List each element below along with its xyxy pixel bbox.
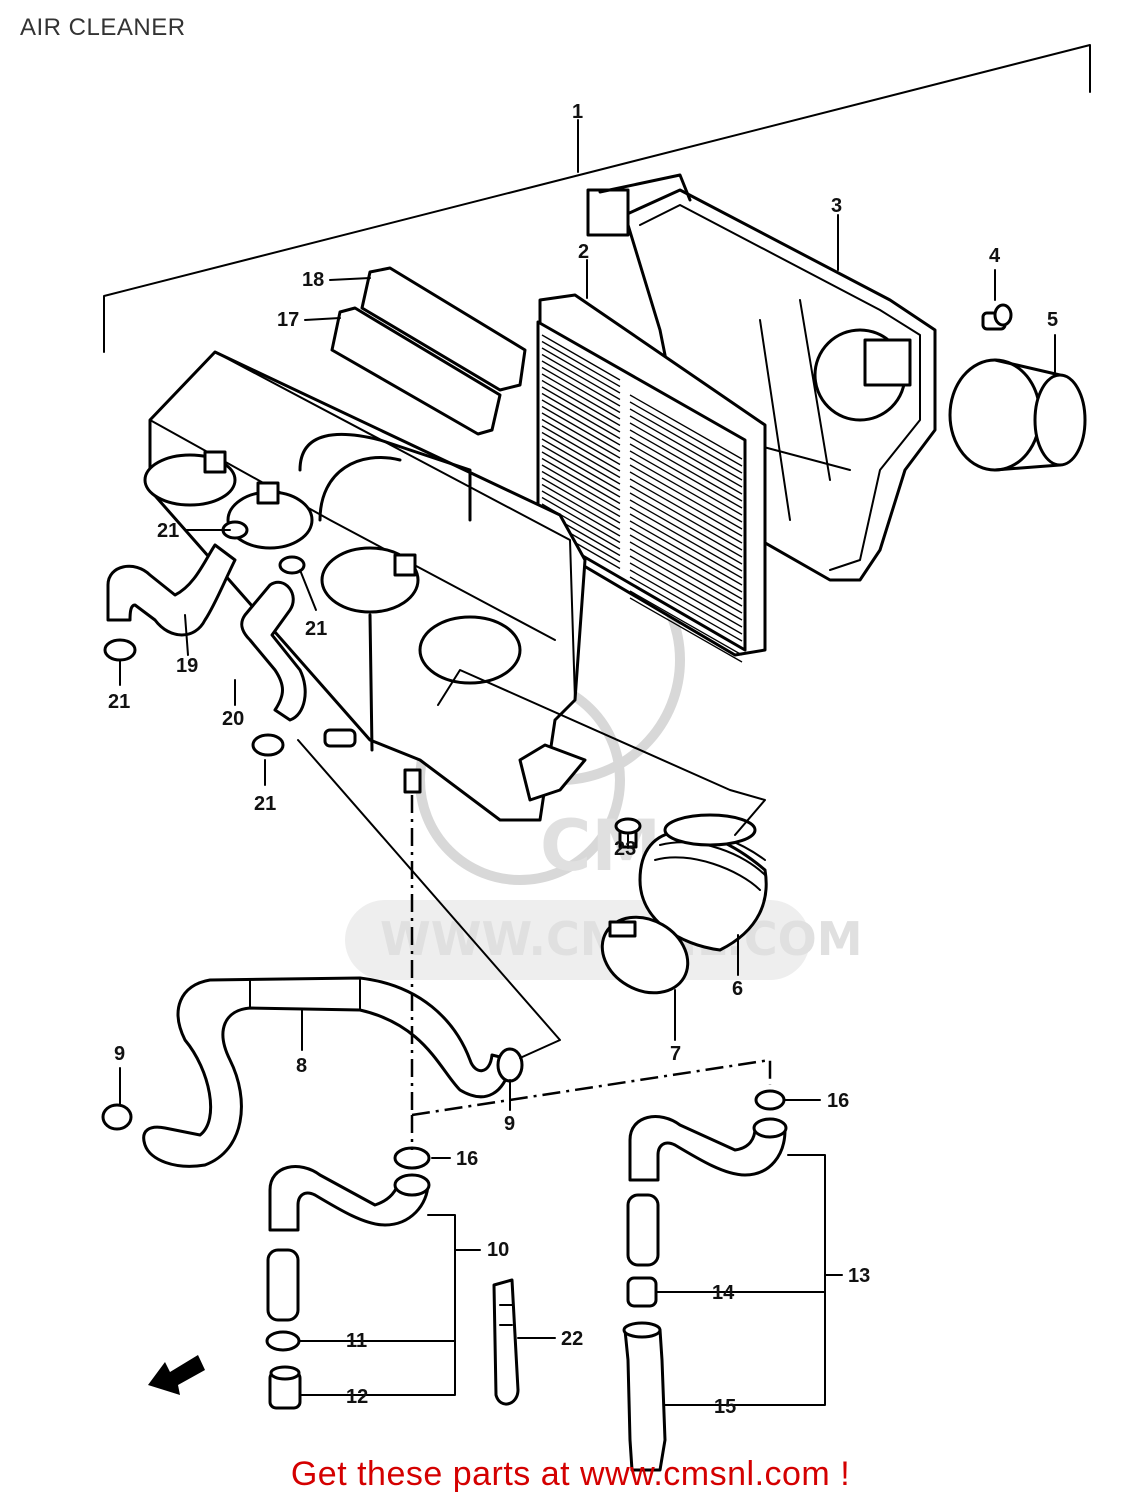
callout-8: 8: [296, 1055, 307, 1077]
part-10-drain-hose: [266, 1165, 431, 1322]
callout-14: 14: [712, 1282, 735, 1304]
callout-23: 23: [614, 838, 636, 860]
part-22-drain-plug-strap: [492, 1278, 520, 1406]
assembly-bracket-1: [103, 44, 1091, 353]
callout-9b: 9: [504, 1113, 515, 1135]
callout-13: 13: [848, 1265, 870, 1287]
part-2-filter-element: [536, 293, 767, 663]
callout-12: 12: [346, 1386, 368, 1408]
callout-21c: 21: [108, 691, 130, 713]
callout-16a: 16: [827, 1090, 849, 1112]
callout-11: 11: [346, 1330, 367, 1352]
callout-6: 6: [732, 978, 743, 1000]
part-19-hose: [106, 543, 237, 637]
callout-1: 1: [572, 101, 583, 123]
callout-5: 5: [1047, 309, 1058, 331]
callout-9a: 9: [114, 1043, 125, 1065]
callout-2: 2: [578, 241, 589, 263]
part-11-clip: [265, 1330, 301, 1352]
front-arrow-icon: [148, 1355, 205, 1395]
callout-21d: 21: [254, 793, 276, 815]
part-7-hose-clamp: [600, 915, 690, 995]
callout-7: 7: [670, 1043, 681, 1065]
part-15-drain-tube: [622, 1321, 667, 1472]
part-17-sponge: [330, 306, 502, 436]
callout-21b: 21: [305, 618, 327, 640]
callout-16b: 16: [456, 1148, 478, 1170]
callout-labels: 1 2 3 4 5 6 7 8 9 9 10 11 12 13 14 15 16…: [108, 101, 1058, 1418]
part-9-clips: [101, 1047, 524, 1131]
callout-18: 18: [302, 269, 324, 291]
footer-parts-link[interactable]: Get these parts at www.cmsnl.com !: [290, 1455, 851, 1493]
leader-lines: [119, 214, 843, 1406]
air-box-main: [143, 350, 587, 822]
page-title: AIR CLEANER: [20, 14, 186, 41]
callout-22: 22: [561, 1328, 583, 1350]
part-8-long-hose: [142, 976, 514, 1168]
callout-21a: 21: [157, 520, 179, 542]
part-18-sponge: [360, 266, 527, 392]
callout-17: 17: [277, 309, 299, 331]
part-13-drain-hose: [626, 1115, 788, 1308]
part-20-hose: [240, 581, 307, 722]
callout-3: 3: [831, 195, 842, 217]
center-lines: [297, 669, 772, 1150]
callout-15: 15: [714, 1396, 736, 1418]
part-5-intake-joint: [948, 334, 1087, 472]
callout-20: 20: [222, 708, 244, 730]
callout-10: 10: [487, 1239, 509, 1261]
part-21-clips: [103, 520, 306, 757]
part-12-plug: [268, 1365, 302, 1410]
callout-4: 4: [989, 245, 1001, 267]
callout-19: 19: [176, 655, 198, 677]
part-4-screw: [981, 269, 1013, 331]
